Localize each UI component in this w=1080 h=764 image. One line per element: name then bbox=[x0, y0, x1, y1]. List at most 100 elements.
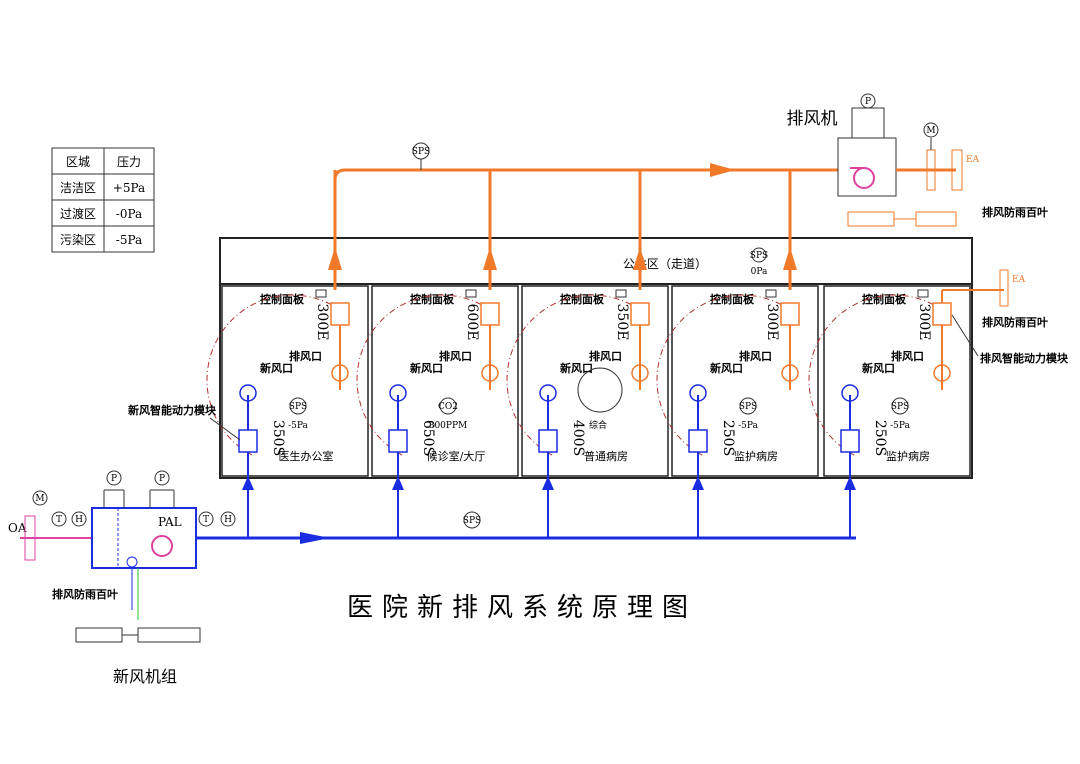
room-sensor-label: SPS bbox=[891, 402, 909, 412]
supply-arrow-icon bbox=[242, 476, 254, 490]
supply-arrow-icon bbox=[844, 476, 856, 490]
damper-actuator: M bbox=[926, 126, 935, 136]
supply-arrow-icon bbox=[392, 476, 404, 490]
exhaust-module-icon bbox=[780, 302, 800, 326]
room-name: 医生办公室 bbox=[279, 449, 334, 463]
fresh-outlet-label: 新风口 bbox=[560, 361, 593, 375]
table-header-zone: 区城 bbox=[66, 155, 90, 169]
leader-line bbox=[951, 314, 979, 357]
room-wall bbox=[671, 285, 819, 477]
sa-temp-sensor: T bbox=[203, 515, 209, 525]
exhaust-arrow-icon bbox=[483, 247, 497, 270]
filter-pressure-sensor: P bbox=[111, 474, 117, 484]
room-pressure: -5Pa bbox=[288, 421, 308, 431]
supply-arrow-icon bbox=[692, 476, 704, 490]
control-panel-icon bbox=[465, 289, 477, 298]
fresh-module-label: 新风智能动力模块 bbox=[128, 403, 217, 417]
table-cell-zone: 洁洁区 bbox=[60, 181, 96, 195]
fresh-outlet-label: 新风口 bbox=[410, 361, 443, 375]
pressure-table: 区城 压力 洁洁区 +5Pa 过渡区 -0Pa 污染区 -5Pa bbox=[51, 147, 155, 253]
exhaust-outlet-icon bbox=[631, 364, 649, 382]
fan-ea-label: EA bbox=[966, 155, 980, 165]
room-name: 候诊室/大厅 bbox=[427, 449, 486, 463]
room-pressure: -5Pa bbox=[738, 421, 758, 431]
oa-damper-actuator: M bbox=[35, 494, 44, 504]
supply-arrow-icon bbox=[542, 476, 554, 490]
roof-ea-label: EA bbox=[1012, 275, 1026, 285]
room-sensor-icon bbox=[439, 397, 457, 415]
exhaust-outlet-icon bbox=[331, 364, 349, 382]
pal-label: PAL bbox=[158, 515, 182, 529]
supply-flow-label: 250S bbox=[720, 420, 736, 456]
fan-damper-label: 排风防雨百叶 bbox=[982, 205, 1048, 219]
exhaust-module-icon bbox=[630, 302, 650, 326]
exhaust-main-duct: SPS bbox=[333, 142, 848, 290]
exhaust-arrow-icon bbox=[633, 247, 647, 270]
table-cell-pressure: +5Pa bbox=[113, 181, 145, 195]
room-name: 监护病房 bbox=[734, 449, 778, 463]
room-sensor-icon bbox=[289, 397, 307, 415]
exhaust-fan: 排风机 P M EA 排风防雨百叶 bbox=[787, 93, 1048, 227]
sa-humidity-sensor: H bbox=[224, 515, 232, 525]
exhaust-outlet-label: 排风口 bbox=[891, 349, 924, 363]
exhaust-flow-label: 300E bbox=[764, 304, 780, 341]
supply-flow-label: 250S bbox=[872, 420, 888, 456]
roof-damper-label: 排风防雨百叶 bbox=[982, 315, 1048, 329]
fresh-outlet-icon bbox=[841, 384, 859, 402]
coverage-arc bbox=[206, 294, 333, 456]
supply-flow-label: 350S bbox=[270, 420, 286, 456]
exhaust-outlet-icon bbox=[933, 364, 951, 382]
fresh-module-icon bbox=[840, 429, 860, 453]
exhaust-module-icon bbox=[330, 302, 350, 326]
oa-damper-label: 排风防雨百叶 bbox=[52, 587, 118, 601]
coverage-arc bbox=[506, 294, 633, 456]
combo-sensor-icon bbox=[577, 367, 623, 413]
fresh-module-icon bbox=[538, 429, 558, 453]
oa-label: OA bbox=[8, 521, 27, 535]
room-wall bbox=[521, 285, 669, 477]
corridor-pressure: 0Pa bbox=[751, 267, 768, 277]
exhaust-flow-label: 350E bbox=[614, 304, 630, 341]
room-pressure: 综合 bbox=[589, 419, 607, 431]
supply-main-duct: SPS bbox=[196, 511, 856, 544]
exhaust-module-label: 排风智能动力模块 bbox=[980, 351, 1069, 365]
supply-flow-label: 400S bbox=[570, 420, 586, 456]
exhaust-outlet-icon bbox=[481, 364, 499, 382]
oa-temp-sensor: T bbox=[56, 515, 62, 525]
room-sensor-icon bbox=[891, 397, 909, 415]
room-sensor-label: CO2 bbox=[438, 402, 458, 412]
room-sensor-icon bbox=[739, 397, 757, 415]
room-pressure: 800PPM bbox=[429, 421, 468, 431]
room-name: 监护病房 bbox=[886, 449, 930, 463]
fresh-outlet-label: 新风口 bbox=[710, 361, 743, 375]
fresh-module-icon bbox=[388, 429, 408, 453]
exhaust-flow-label: 300E bbox=[916, 304, 932, 341]
exhaust-outlet-icon bbox=[781, 364, 799, 382]
exhaust-module-icon bbox=[932, 302, 952, 326]
exhaust-module-icon bbox=[480, 302, 500, 326]
fresh-outlet-label: 新风口 bbox=[862, 361, 895, 375]
fresh-module-icon bbox=[238, 429, 258, 453]
fresh-outlet-icon bbox=[239, 384, 257, 402]
exhaust-flow-label: 600E bbox=[464, 304, 480, 341]
control-panel-icon bbox=[765, 289, 777, 298]
coverage-arc bbox=[656, 294, 783, 456]
table-cell-zone: 过渡区 bbox=[60, 206, 96, 221]
exhaust-flow-label: 300E bbox=[314, 304, 330, 341]
room-wall bbox=[823, 285, 971, 477]
room-wall bbox=[221, 285, 369, 477]
exhaust-sps: SPS bbox=[412, 147, 430, 157]
rooms: 控制面板300E排风口新风口350SSPS-5Pa医生办公室控制面板600E排风… bbox=[128, 170, 1069, 538]
control-panel-icon bbox=[315, 289, 327, 298]
room-sensor-label: SPS bbox=[739, 402, 757, 412]
fresh-module-icon bbox=[688, 429, 708, 453]
fresh-outlet-icon bbox=[689, 384, 707, 402]
table-header-pressure: 压力 bbox=[117, 155, 141, 169]
exhaust-outlet-label: 排风口 bbox=[289, 349, 322, 363]
exhaust-outlet-label: 排风口 bbox=[589, 349, 622, 363]
corridor-sps: SPS bbox=[750, 251, 768, 261]
coverage-arc bbox=[808, 294, 935, 456]
supply-flow-label: 650S bbox=[420, 420, 436, 456]
